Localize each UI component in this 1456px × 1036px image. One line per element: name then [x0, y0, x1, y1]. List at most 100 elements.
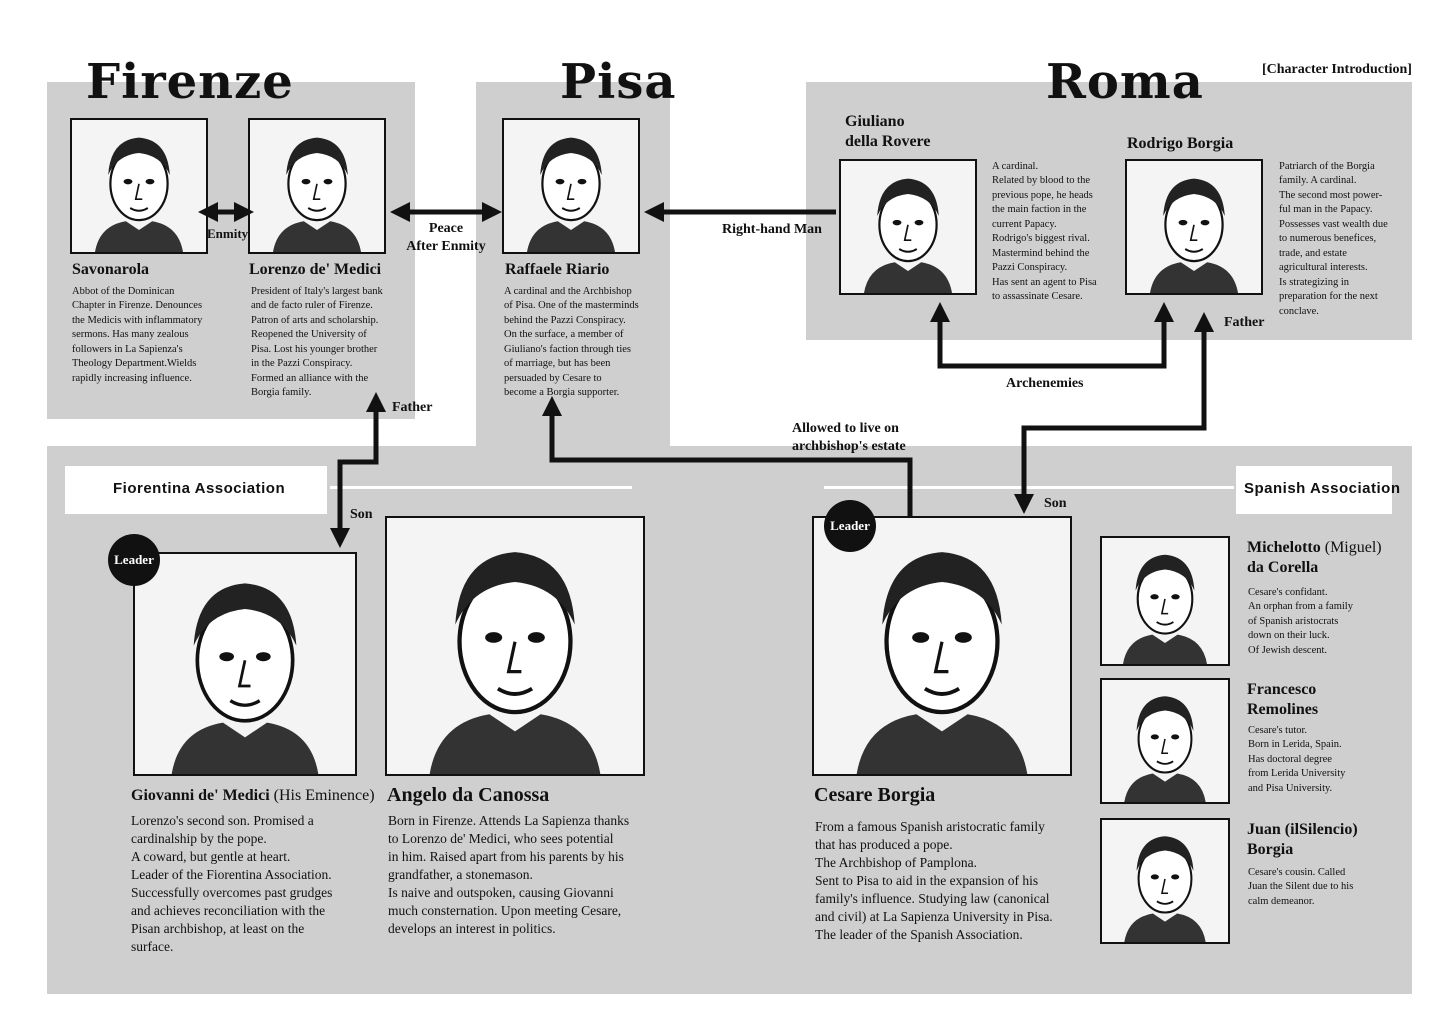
desc-line: cardinalship by the pope. — [131, 830, 267, 846]
desc-line: Borgia family. — [251, 387, 312, 399]
michelotto-portrait — [1100, 536, 1230, 666]
desc-line: and de facto ruler of Firenze. — [251, 300, 373, 312]
son-label-cesare: Son — [1044, 496, 1067, 511]
desc-line: Has sent an agent to Pisa — [992, 276, 1097, 288]
giovanni-desc: Lorenzo's second son. Promised a cardinal… — [131, 812, 332, 956]
desc-line: to Lorenzo de' Medici, who sees potentia… — [388, 830, 614, 846]
pisa-lower-connector — [476, 400, 670, 460]
desc-line: President of Italy's largest bank — [251, 286, 383, 297]
desc-line: Of Jewish descent. — [1248, 644, 1328, 656]
angelo-portrait — [385, 516, 645, 776]
double-arrow-icon — [1014, 312, 1214, 514]
desc-line: Cesare's tutor. — [1248, 725, 1308, 736]
desc-line: become a Borgia supporter. — [504, 387, 620, 399]
desc-line: Cesare's cousin. Called — [1248, 867, 1346, 878]
desc-line: calm demeanor. — [1248, 895, 1315, 907]
juan-name: Juan (ilSilencio) Borgia — [1247, 821, 1358, 858]
cesare-desc: From a famous Spanish aristocratic famil… — [815, 818, 1053, 944]
double-arrow-icon — [930, 302, 1174, 369]
peace-after-enmity-label: Peace After Enmity — [406, 221, 486, 255]
cesare-portrait — [812, 516, 1072, 776]
desc-line: sermons. Has many zealous — [72, 329, 189, 341]
desc-line: Rodrigo's biggest rival. — [992, 233, 1090, 245]
desc-line: Leader of the Fiorentina Association. — [131, 866, 332, 882]
desc-line: previous pope, he heads — [992, 189, 1093, 201]
desc-line: Giuliano's faction through ties — [504, 343, 631, 355]
angelo-desc: Born in Firenze. Attends La Sapienza tha… — [388, 812, 629, 938]
desc-line: Successfully overcomes past grudges — [131, 884, 333, 900]
rodrigo-portrait — [1125, 159, 1263, 295]
desc-line: Pisan archbishop, at least on the — [131, 920, 305, 936]
desc-line: followers in La Sapienza's — [72, 343, 183, 355]
francesco-name: Francesco Remolines — [1247, 681, 1319, 718]
desc-line: family. A cardinal. — [1279, 175, 1357, 187]
city-title-roma: Roma — [1046, 54, 1204, 110]
giovanni-name: Giovanni de' Medici (His Eminence) — [131, 787, 375, 804]
desc-line: and civil) at La Sapienza University in … — [815, 908, 1053, 924]
desc-line: Sent to Pisa to aid in the expansion of … — [815, 872, 1039, 888]
father-label-rodrigo: Father — [1224, 315, 1265, 330]
giovanni-leader-badge: Leader — [108, 534, 160, 586]
cesare-name: Cesare Borgia — [814, 784, 936, 806]
desc-line: Lorenzo's second son. Promised a — [131, 813, 314, 828]
desc-line: to numerous benefices, — [1279, 233, 1377, 245]
desc-line: and achieves reconciliation with the — [131, 902, 326, 918]
desc-line: Pisa. Lost his younger brother — [251, 343, 378, 355]
desc-line: Born in Firenze. Attends La Sapienza tha… — [388, 813, 630, 828]
angelo-name: Angelo da Canossa — [387, 784, 550, 806]
desc-line: Possesses vast wealth due — [1279, 218, 1388, 230]
lorenzo-name: Lorenzo de' Medici — [249, 261, 382, 278]
desc-line: of Spanish aristocrats — [1248, 615, 1339, 627]
desc-line: of marriage, but has been — [504, 358, 611, 370]
rodrigo-desc: Patriarch of the Borgia family. A cardina… — [1279, 160, 1388, 319]
desc-line: that has produced a pope. — [815, 836, 953, 852]
right-hand-man-label: Right-hand Man — [722, 222, 822, 237]
character-introduction-label: [Character Introduction] — [1262, 62, 1412, 77]
son-label-giovanni: Son — [350, 507, 373, 522]
desc-line: Theology Department.Wields — [72, 358, 197, 370]
desc-line: surface. — [131, 938, 174, 954]
desc-line: current Papacy. — [992, 218, 1057, 230]
desc-line: Formed an alliance with the — [251, 372, 369, 384]
desc-line: Juan the Silent due to his — [1248, 881, 1354, 893]
desc-line: in the Pazzi Conspiracy. — [251, 358, 353, 370]
desc-line: Chapter in Firenze. Denounces — [72, 300, 203, 312]
fiorentina-association-label: Fiorentina Association — [65, 466, 327, 514]
desc-line: family's influence. Studying law (canoni… — [815, 890, 1050, 906]
desc-line: to assassinate Cesare. — [992, 291, 1083, 303]
city-title-firenze: Firenze — [86, 54, 294, 110]
rodrigo-name: Rodrigo Borgia — [1127, 135, 1234, 152]
desc-line: rapidly increasing influence. — [72, 372, 192, 384]
desc-line: of Pisa. One of the masterminds — [504, 300, 639, 312]
allowed-to-live-label: Allowed to live on archbishop's estate — [792, 421, 906, 455]
desc-line: grandfather, a stonemason. — [388, 866, 533, 882]
city-title-pisa: Pisa — [560, 54, 677, 110]
desc-line: Patriarch of the Borgia — [1279, 161, 1375, 172]
desc-line: preparation for the next — [1279, 291, 1378, 303]
desc-line: Born in Lerida, Spain. — [1248, 739, 1342, 751]
giuliano-desc: A cardinal. Related by blood to the previo… — [992, 160, 1097, 305]
desc-line: Related by blood to the — [992, 175, 1090, 187]
lorenzo-desc: President of Italy's largest bank and de … — [251, 285, 383, 401]
desc-line: the main faction in the — [992, 204, 1087, 216]
michelotto-name: Michelotto (Miguel) da Corella — [1247, 539, 1382, 576]
desc-line: A cardinal. — [992, 161, 1039, 172]
double-arrow-icon — [330, 392, 386, 548]
enmity-label: Enmity — [207, 226, 249, 241]
desc-line: conclave. — [1279, 305, 1319, 317]
desc-line: Abbot of the Dominican — [72, 286, 175, 297]
desc-line: persuaded by Cesare to — [504, 372, 602, 384]
desc-line: Pazzi Conspiracy. — [992, 262, 1068, 274]
spanish-association-label: Spanish Association — [1236, 466, 1400, 514]
juan-portrait — [1100, 818, 1230, 944]
desc-line: The second most power- — [1279, 189, 1383, 201]
desc-line: On the surface, a member of — [504, 329, 624, 341]
desc-line: and Pisa University. — [1248, 782, 1333, 794]
savonarola-portrait — [70, 118, 208, 254]
desc-line: The Archbishop of Pamplona. — [815, 854, 977, 870]
arrow-icon — [542, 396, 913, 516]
desc-line: Cesare's confidant. — [1248, 587, 1328, 598]
